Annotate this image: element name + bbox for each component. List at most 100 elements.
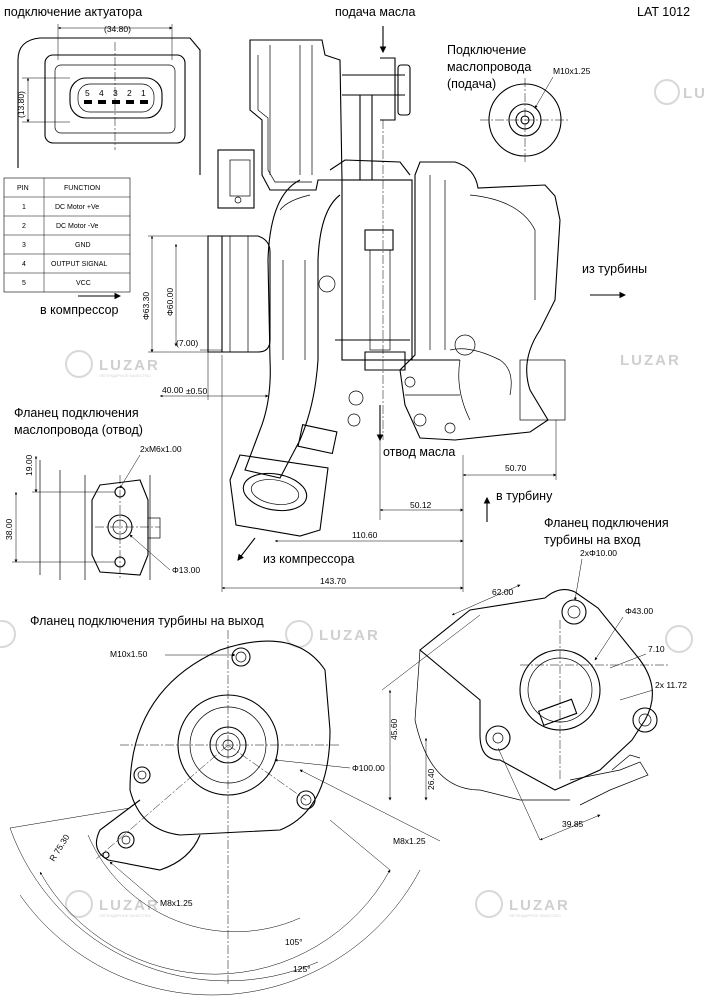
connector-width-dimension: (34.80): [104, 24, 131, 34]
length-143-dimension: 143.70: [320, 576, 346, 586]
length-62-dimension: 62.00: [492, 587, 514, 597]
turbine-outlet-flange-body: [129, 640, 331, 836]
turbine-housing: [399, 161, 561, 441]
connector-pin-label: 4: [99, 88, 104, 98]
actuator-housing: [249, 39, 343, 191]
oil-return-flange-label: Фланец подключения маслопровода (отвод): [14, 406, 143, 437]
main-view-dimensions: Φ63.30 Φ60.00 (7.00) 40.00 ±0.50 50.12 5…: [141, 235, 557, 592]
length-50-12-dimension: 50.12: [410, 500, 432, 510]
watermark-top-right: LUZAR: [654, 79, 707, 105]
length-50-70-dimension: 50.70: [505, 463, 527, 473]
turbine-outlet-flange-label: Фланец подключения турбины на выход: [30, 614, 264, 628]
holes-2x10-dimension: 2xΦ10.00: [580, 548, 617, 558]
center-housing: [341, 179, 413, 361]
oil-supply-label: подача масла: [335, 5, 415, 19]
watermark-logo-icon: [475, 890, 503, 918]
watermark-brand: LUZAR: [99, 357, 160, 374]
diameter-43-dimension: Φ43.00: [625, 606, 653, 616]
height-19-dimension: 19.00: [24, 454, 34, 476]
actuator-connection-label: подключение актуатора: [4, 5, 142, 19]
watermark-tagline: ЛЕГЕНДАРНОЕ КАЧЕСТВО: [509, 913, 561, 918]
watermark-logo-icon: [665, 625, 693, 653]
height-26-dimension: 26.40: [426, 768, 436, 790]
part-number: LAT 1012: [637, 5, 690, 19]
watermark-tagline: ЛЕГЕНДАРНОЕ КАЧЕСТВО: [99, 373, 151, 378]
angle-105-dimension: 105°: [285, 937, 303, 947]
watermark-logo-icon: [65, 890, 93, 918]
pin-table-cell: 1: [22, 204, 26, 211]
connector-pin-label: 5: [85, 88, 90, 98]
length-2x11-dimension: 2x 11.72: [655, 680, 687, 690]
watermark-tagline: ЛЕГЕНДАРНОЕ КАЧЕСТВО: [99, 913, 151, 918]
watermark-brand: LUZAR: [620, 352, 681, 369]
length-110-dimension: 110.60: [352, 530, 378, 540]
length-40-dimension: 40.00: [162, 385, 184, 395]
pin-table-cell: VCC: [76, 280, 91, 287]
watermark-center: LUZAR: [285, 620, 380, 648]
pin-table-header-pin: PIN: [17, 185, 29, 192]
height-45-dimension: 45.60: [389, 718, 399, 740]
height-38-dimension: 38.00: [4, 518, 14, 540]
watermark-brand: LUZAR: [99, 897, 160, 914]
length-40-tolerance: ±0.50: [186, 386, 207, 396]
length-7-10-dimension: 7.10: [648, 644, 665, 654]
from-turbine-label: из турбины: [582, 262, 647, 276]
connector-pin-label: 1: [141, 88, 146, 98]
pin-table-cell: DC Motor -Ve: [56, 223, 99, 230]
holes-2xm6-dimension: 2xM6x1.00: [140, 444, 182, 454]
compressor-inlet: [207, 235, 223, 353]
watermark-left: [0, 620, 16, 648]
compressor-outlet-pipe: [244, 179, 341, 479]
watermark-logo-icon: [654, 79, 680, 105]
flange-bolt-hole: [296, 790, 316, 810]
watermark-logo-icon: [0, 620, 16, 648]
oil-thread-dimension: M10x1.25: [553, 66, 591, 76]
watermark-logo-icon: [285, 620, 313, 648]
connector-pins: 5 4 3 2 1: [84, 88, 148, 104]
length-39-dimension: 39.85: [562, 819, 584, 829]
flange-bolt-hole: [117, 831, 135, 849]
pin-table-cell: DC Motor +Ve: [55, 204, 99, 211]
pin-table-header-function: FUNCTION: [64, 185, 100, 192]
connector-pin-label: 3: [113, 88, 118, 98]
diameter-100-dimension: Φ100.00: [352, 763, 385, 773]
to-turbine-label: в турбину: [496, 489, 553, 503]
watermark-brand: LUZAR: [319, 627, 380, 644]
flange-bolt-hole: [632, 707, 658, 733]
oil-return-flange-body: [91, 479, 149, 576]
turbine-outlet-flange-detail: Фланец подключения турбины на выход M10x…: [9, 614, 421, 996]
oil-pipe-connection-detail: Подключение маслопровода (подача) M10x1.…: [447, 43, 591, 162]
from-compressor-label: из компрессора: [263, 552, 355, 566]
actuator-connector: (34.80) 5 4 3 2 1 (13.80): [16, 24, 201, 175]
connector-socket: [69, 77, 163, 119]
flange-bolt-hole: [133, 766, 151, 784]
turbine-inlet-flange-body: [419, 589, 653, 791]
turbine-inlet-flange-label: Фланец подключения турбины на вход: [544, 516, 672, 547]
connector-pin-label: 2: [127, 88, 132, 98]
turbocharger-side-view: [207, 39, 566, 537]
watermark-bottom-right: LUZAR ЛЕГЕНДАРНОЕ КАЧЕСТВО: [475, 890, 568, 918]
watermark-middle-left: LUZAR ЛЕГЕНДАРНОЕ КАЧЕСТВО: [65, 350, 160, 378]
angle-125-dimension: 125°: [293, 964, 311, 974]
flange-bolt-hole: [485, 725, 511, 751]
to-compressor-label: в компрессор: [40, 303, 119, 317]
watermark-right: [665, 625, 693, 653]
turbine-inlet-flange-detail: Фланец подключения турбины на вход 2xΦ10…: [299, 516, 687, 846]
m8-thread-dimension-b: M8x1.25: [160, 898, 193, 908]
flange-bolt-hole: [561, 599, 587, 625]
pin-table-cell: OUTPUT SIGNAL: [51, 261, 107, 268]
pin-table-cell: GND: [75, 242, 91, 249]
pin-table-cell: 3: [22, 242, 26, 249]
diameter-13-dimension: Φ13.00: [172, 565, 200, 575]
watermark-middle-right: LUZAR: [620, 352, 681, 369]
length-7-dimension: (7.00): [176, 338, 198, 348]
diameter-60-dimension: Φ60.00: [165, 288, 175, 316]
compressor-outlet-flange: [229, 454, 329, 537]
pin-table-cell: 4: [22, 261, 26, 268]
watermark-group: LUZAR LUZAR ЛЕГЕНДАРНОЕ КАЧЕСТВО LUZAR L…: [0, 79, 707, 918]
watermark-bottom-left: LUZAR ЛЕГЕНДАРНОЕ КАЧЕСТВО: [65, 890, 160, 918]
pin-table: PIN FUNCTION 1 DC Motor +Ve 2 DC Motor -…: [3, 177, 131, 293]
watermark-brand: LUZAR: [683, 85, 707, 102]
oil-return-label: отвод масла: [383, 445, 455, 459]
watermark-logo-icon: [65, 350, 93, 378]
